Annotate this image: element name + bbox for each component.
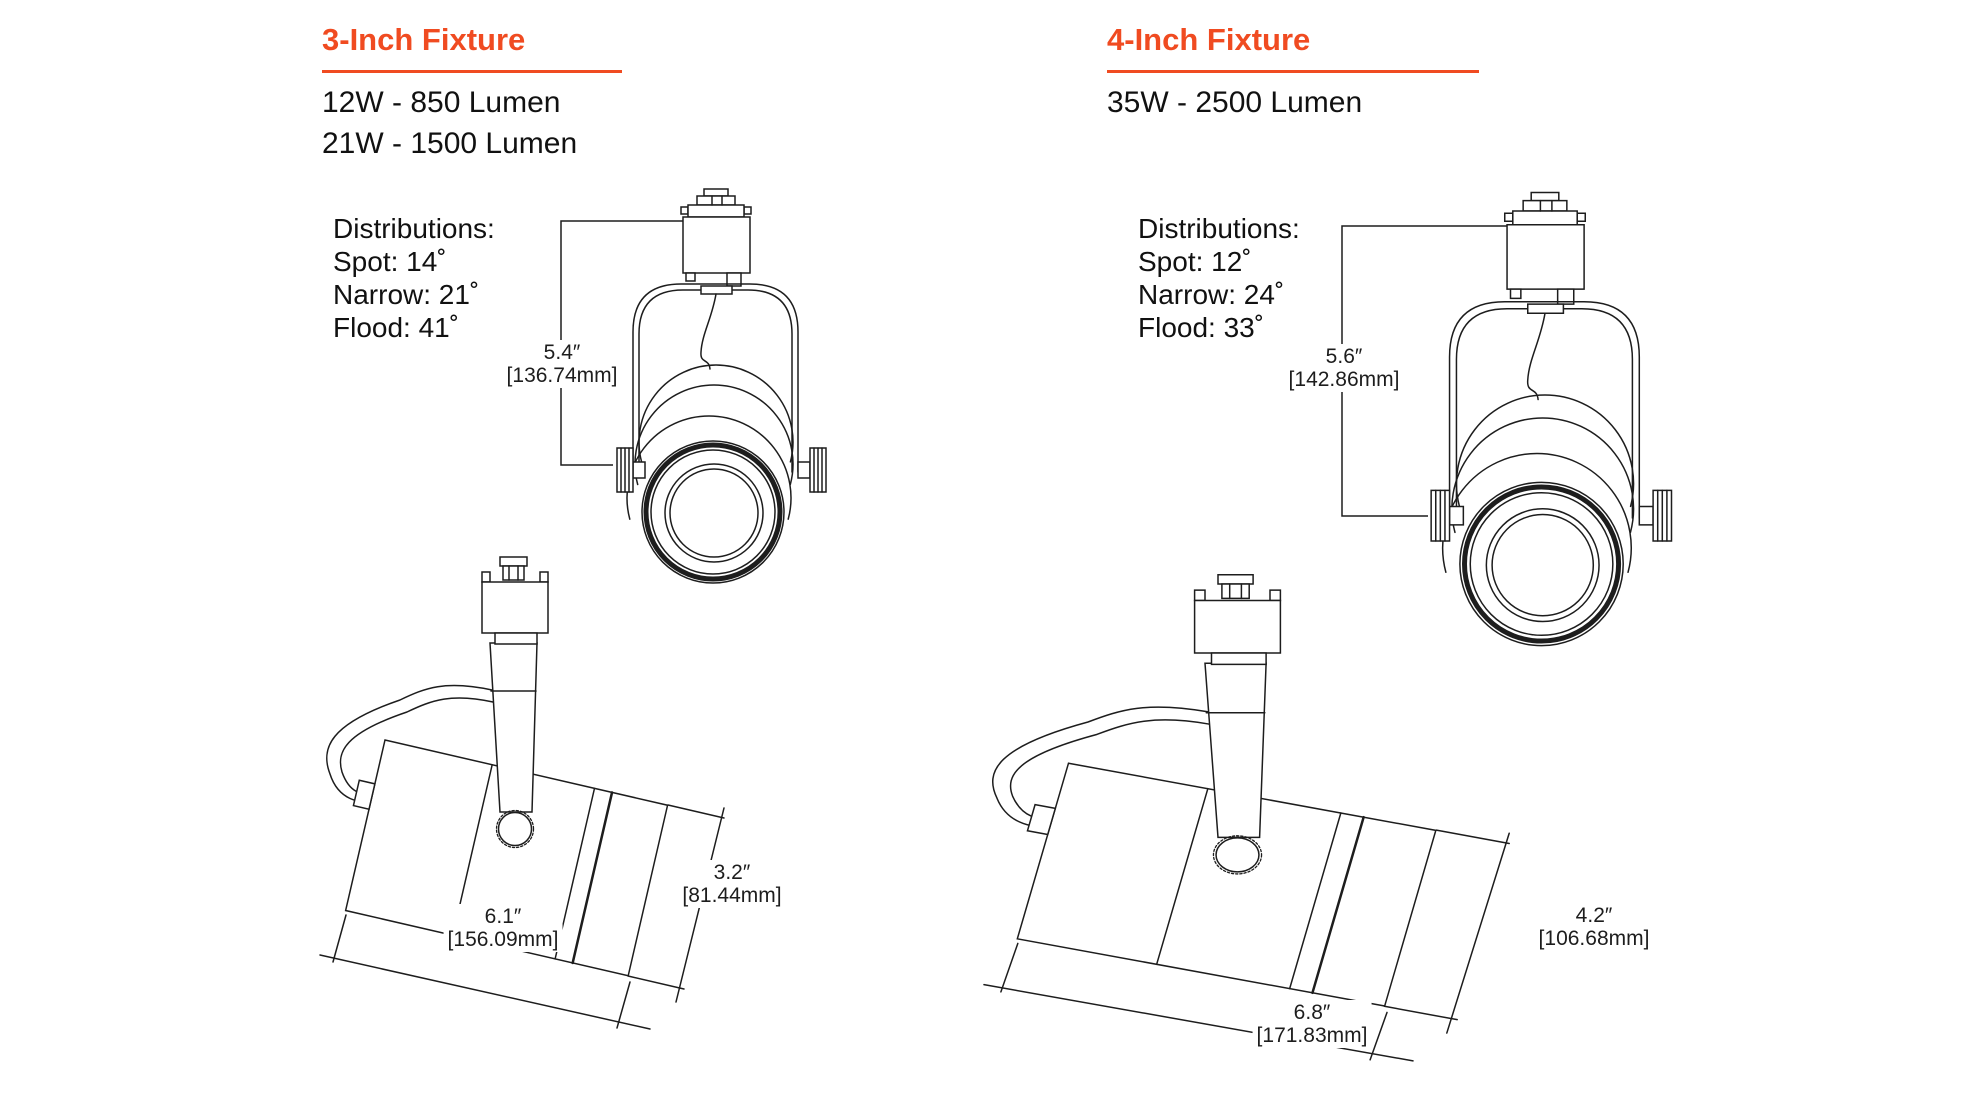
distributions-label: Distributions: (333, 213, 495, 244)
side-view-3inch (318, 555, 726, 1031)
length-dimension-4inch: 6.8″ [171.83mm] (1252, 1000, 1372, 1048)
distribution-item: Spot: 14˚ (333, 246, 447, 277)
spec-list-3inch: 12W - 850 Lumen 21W - 1500 Lumen (322, 82, 577, 164)
dimension-mm: [156.09mm] (447, 928, 559, 951)
distribution-item: Narrow: 21˚ (333, 279, 480, 310)
distribution-item: Spot: 12˚ (1138, 246, 1252, 277)
dimension-inches: 6.8″ (1293, 1001, 1331, 1024)
height-dimension-3inch: 5.4″ [136.74mm] (502, 340, 622, 388)
spec-list-4inch: 35W - 2500 Lumen (1107, 82, 1362, 123)
spec-line: 12W - 850 Lumen (322, 86, 561, 119)
dimension-inches: 3.2″ (713, 861, 751, 884)
distribution-item: Flood: 41˚ (333, 312, 460, 343)
diameter-dimension-4inch: 4.2″ [106.68mm] (1534, 903, 1654, 951)
distribution-item: Flood: 33˚ (1138, 312, 1265, 343)
page-title-4inch: 4-Inch Fixture (1107, 22, 1479, 73)
distributions-label: Distributions: (1138, 213, 1300, 244)
diameter-dimension-3inch: 3.2″ [81.44mm] (678, 860, 786, 908)
spec-line: 35W - 2500 Lumen (1107, 86, 1363, 119)
dimension-inches: 6.1″ (484, 905, 522, 928)
length-dimension-3inch: 6.1″ [156.09mm] (443, 904, 563, 952)
dimension-mm: [81.44mm] (682, 884, 782, 907)
dimension-inches: 5.4″ (543, 341, 581, 364)
dimension-inches: 5.6″ (1325, 345, 1363, 368)
dimension-mm: [136.74mm] (506, 364, 618, 387)
front-view-4inch (1431, 193, 1671, 646)
dimension-mm: [142.86mm] (1288, 368, 1400, 391)
dimension-mm: [171.83mm] (1256, 1024, 1368, 1047)
dimension-mm: [106.68mm] (1538, 927, 1650, 950)
side-view-4inch (982, 573, 1511, 1063)
page-title-3inch: 3-Inch Fixture (322, 22, 622, 73)
spec-line: 21W - 1500 Lumen (322, 127, 578, 160)
distributions-3inch: Distributions: Spot: 14˚ Narrow: 21˚ Flo… (333, 212, 495, 344)
height-dimension-4inch: 5.6″ [142.86mm] (1284, 344, 1404, 392)
distribution-item: Narrow: 24˚ (1138, 279, 1285, 310)
distributions-4inch: Distributions: Spot: 12˚ Narrow: 24˚ Flo… (1138, 212, 1300, 344)
front-view-3inch (617, 189, 826, 583)
dimension-inches: 4.2″ (1575, 904, 1613, 927)
